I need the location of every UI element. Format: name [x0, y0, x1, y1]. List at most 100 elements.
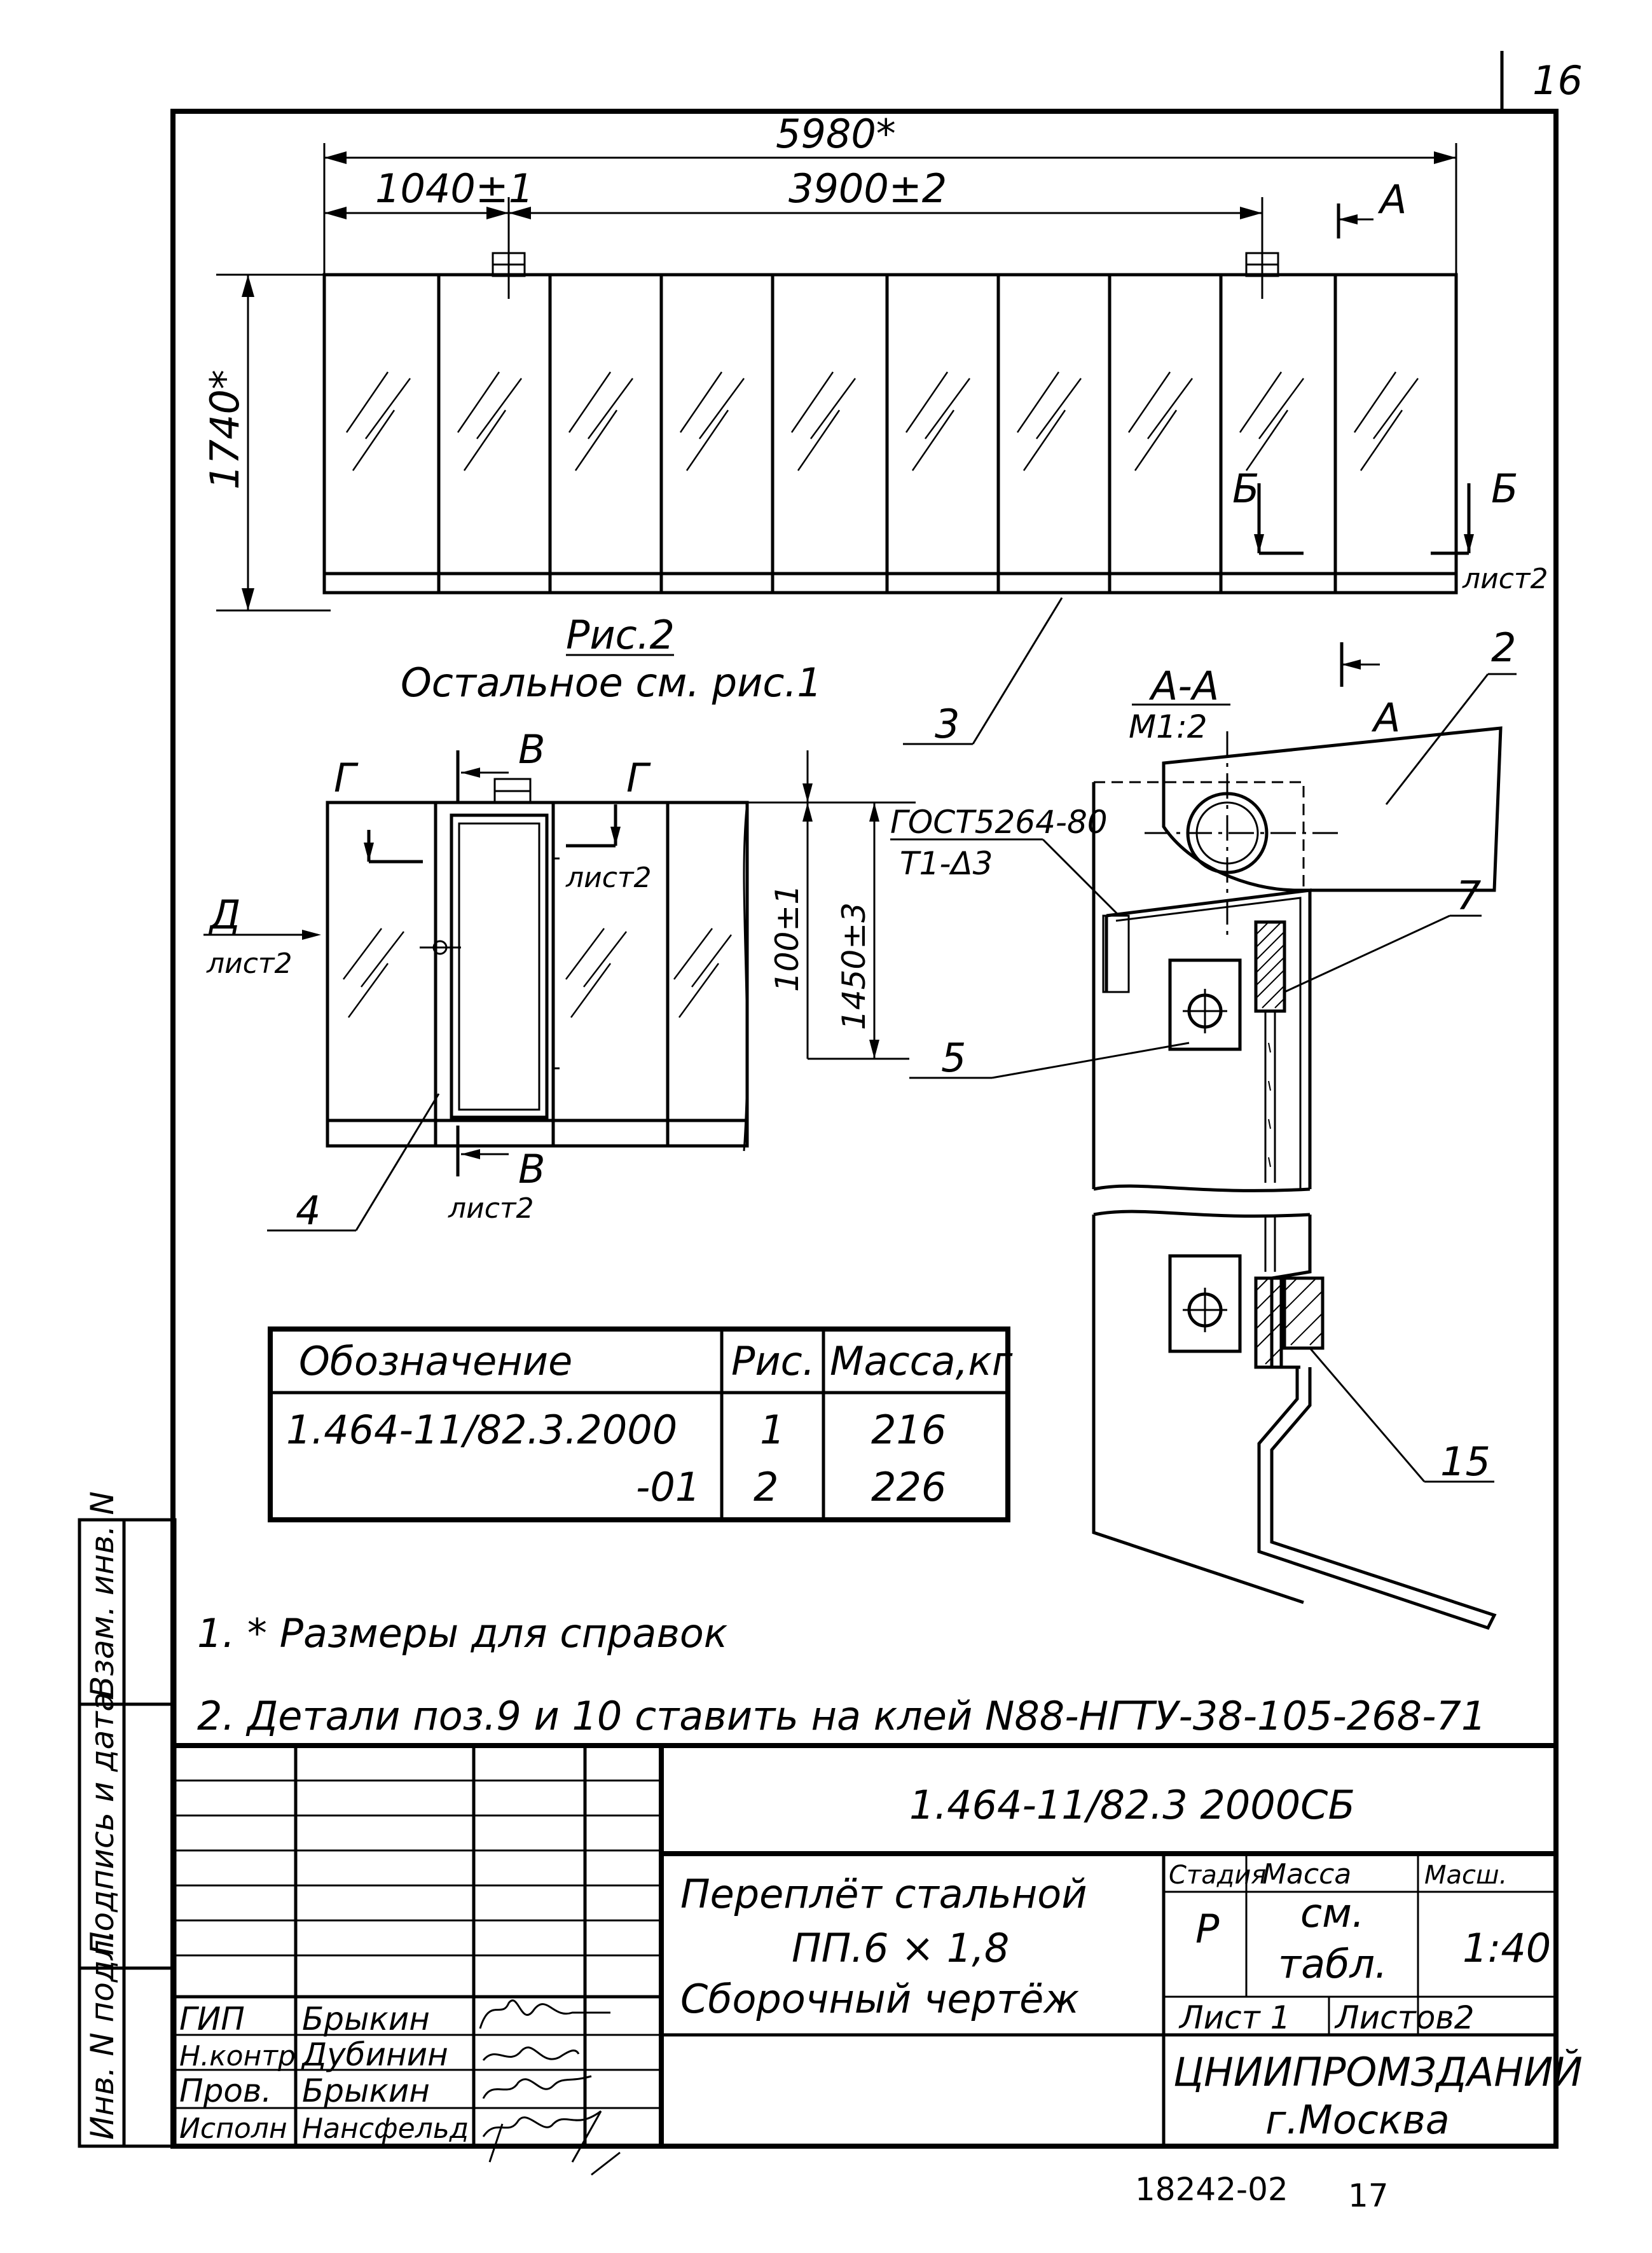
- title-block-frame: [170, 1743, 1559, 2149]
- leader-4: [355, 1093, 440, 1231]
- glass-hatching: [673, 928, 732, 1018]
- fig2-note: Остальное см. рис.1: [401, 659, 822, 706]
- sheet-ref-v: лист2: [448, 1192, 534, 1225]
- leader-7: [1284, 914, 1450, 993]
- profile-top: [1106, 888, 1312, 1189]
- weld-std: ГОСТ5264-80: [890, 804, 1108, 841]
- section-aa-title: А-А: [1148, 663, 1219, 709]
- dim-arrow: [1240, 207, 1262, 219]
- dim-left-label: 1040±1: [375, 165, 533, 212]
- note-1: 1. * Размеры для справок: [197, 1610, 728, 1657]
- break-line-lower: [1093, 1209, 1311, 1218]
- staff-role: Пров.: [179, 2072, 272, 2109]
- pos-4: 4: [296, 1187, 320, 1234]
- section-b-label-right: Б: [1491, 465, 1518, 512]
- title-block: ГИП Брыкин Н.контр Дубинин Пров. Брыкин …: [170, 1743, 1583, 2176]
- dim-arrow: [461, 768, 480, 778]
- dim-1450-label: 1450±3: [836, 902, 872, 1030]
- spec-cell: 226: [871, 1464, 946, 1510]
- dim-arrow: [324, 207, 347, 219]
- section-aa: А-А М1:2 А 2 7: [890, 624, 1517, 1630]
- title-line-3: Сборочный чертёж: [680, 1976, 1079, 2022]
- col-mass: Масса: [1262, 1858, 1351, 1891]
- spec-table: Обозначение Рис. Масса,кг 1.464-11/82.3.…: [268, 1326, 1013, 1522]
- stage-value: Р: [1195, 1906, 1220, 1952]
- sash-handle-knob: [432, 940, 448, 955]
- dim-arrow: [802, 803, 813, 822]
- gasket-hatch: [1255, 1278, 1323, 1365]
- spec-cell: 1: [760, 1407, 785, 1453]
- title-line-1: Переплёт стальной: [680, 1871, 1087, 1917]
- archive-number: 18242-02: [1135, 2171, 1288, 2208]
- fig2-caption: Рис.2: [566, 612, 675, 658]
- sheet-ref-b: лист2: [1462, 563, 1548, 595]
- spec-header-designation: Обозначение: [299, 1338, 572, 1384]
- dim-arrow: [302, 930, 321, 940]
- dim-total-label: 5980*: [776, 111, 896, 157]
- section-a-label: А: [1377, 176, 1407, 223]
- weld-leader: [1042, 838, 1120, 917]
- leader-5: [991, 1042, 1190, 1079]
- sheets-label: Листов2: [1334, 1999, 1475, 2036]
- section-v-label-bottom: В: [518, 1146, 546, 1192]
- staff-name: Брыкин: [302, 2072, 430, 2109]
- side-stamp-sign: Подпись и дата: [84, 1692, 121, 1955]
- spec-header-fig: Рис.: [731, 1338, 815, 1384]
- dim-arrow: [461, 1149, 480, 1159]
- dim-arrow: [869, 803, 879, 822]
- side-stamp: Инв. N подл. Подпись и дата Взам. инв. N: [78, 1491, 177, 2148]
- fastening-plate: [1168, 958, 1242, 1051]
- sheet-ref-g: лист2: [565, 862, 652, 894]
- drip-profile: [1257, 1367, 1497, 1630]
- view-d-label: Д: [208, 892, 240, 938]
- dim-arrow: [1434, 151, 1456, 164]
- dim-arrow: [509, 207, 531, 219]
- dim-arrow: [324, 151, 347, 164]
- vent-sash-inner: [458, 822, 540, 1111]
- sheet-ref-d: лист2: [206, 947, 293, 980]
- scale-value: 1:40: [1463, 1925, 1551, 1971]
- staff-role: Н.контр: [179, 2040, 296, 2072]
- dim-arrow: [364, 843, 374, 862]
- glass-hatching: [345, 371, 1419, 471]
- gasket-lower-left: [1254, 1276, 1283, 1369]
- signatures: [479, 1999, 621, 2176]
- dim-arrow: [242, 588, 254, 610]
- section-a-arrow-label: А: [1371, 694, 1400, 741]
- dim-arrow: [1254, 534, 1264, 553]
- gasket-hatch: [1255, 921, 1285, 1009]
- dim-arrow: [1464, 534, 1474, 553]
- break-line: [743, 802, 748, 1152]
- dim-arrow: [610, 827, 621, 846]
- weld-type: Т1-Δ3: [900, 845, 993, 882]
- org-name: ЦНИИПРОМЗДАНИЙ: [1173, 2048, 1583, 2095]
- glass-ticks: [1268, 1042, 1271, 1168]
- dim-mid-label: 3900±2: [788, 165, 947, 212]
- leader-15: [1309, 1347, 1426, 1482]
- staff-name: Нансфельд: [302, 2112, 469, 2145]
- note-2: 2. Детали поз.9 и 10 ставить на клей N88…: [197, 1693, 1486, 1739]
- section-g-label-left: Г: [334, 755, 359, 801]
- doc-code: 1.464-11/82.3 2000СБ: [909, 1782, 1355, 1828]
- spec-cell: 216: [871, 1407, 946, 1453]
- staff-role: Исполн: [179, 2112, 287, 2145]
- spec-cell: 2: [754, 1464, 778, 1510]
- dim-arrow: [1342, 659, 1361, 670]
- profile-web: [1102, 914, 1130, 993]
- detail-view: В В лист2 Г Г лист2 Д лист2 100±1 1450±3: [203, 726, 916, 1234]
- pos-5-label: 5: [941, 1035, 966, 1081]
- staff-name: Брыкин: [302, 2001, 430, 2037]
- side-stamp-inv: Инв. N подл.: [84, 1930, 121, 2140]
- staff-name: Дубинин: [301, 2036, 448, 2073]
- staff-role: ГИП: [179, 2001, 245, 2037]
- org-city: г.Москва: [1265, 2097, 1450, 2143]
- spec-cell: -01: [636, 1464, 700, 1510]
- section-aa-scale: М1:2: [1129, 708, 1208, 745]
- detail-sill: [326, 1119, 749, 1148]
- dim-100-label: 100±1: [769, 885, 806, 992]
- mass-value-2: табл.: [1278, 1941, 1387, 1987]
- gasket-upper: [1254, 920, 1286, 1013]
- section-v-label-top: В: [518, 726, 546, 773]
- fig2-elevation: 5980* 1040±1 3900±2 А: [202, 111, 1548, 747]
